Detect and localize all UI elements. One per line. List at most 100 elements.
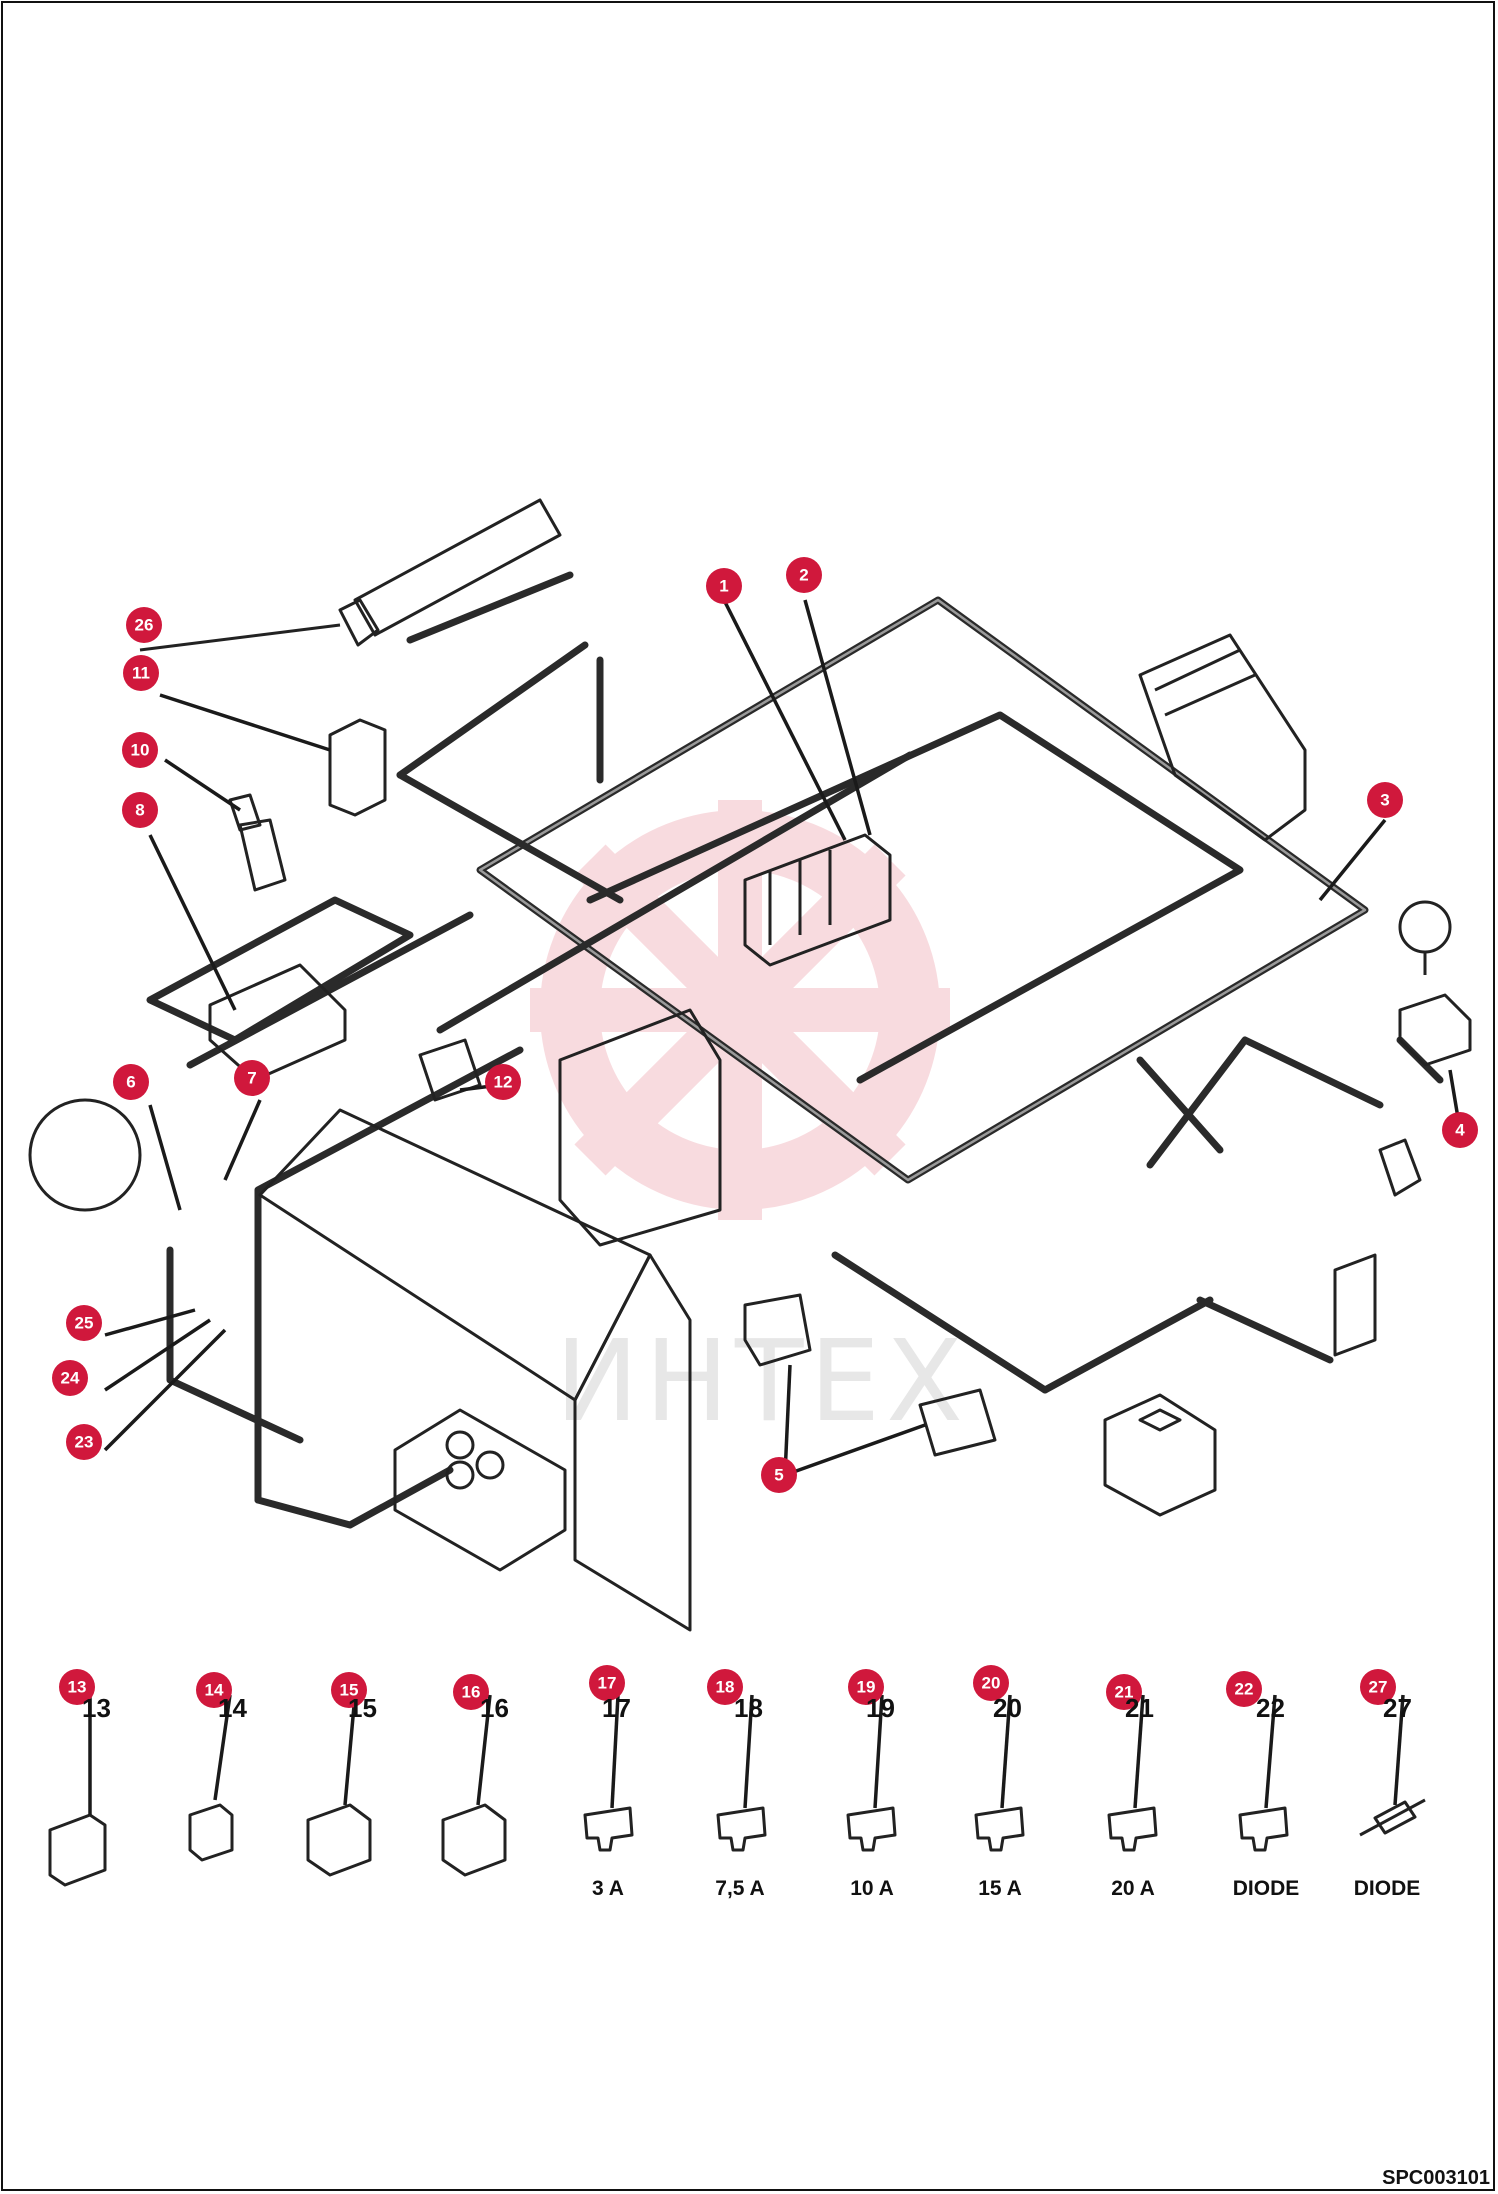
svg-text:6: 6 — [126, 1073, 135, 1092]
ecu-8 — [208, 963, 347, 1082]
part-18-fuse — [716, 1806, 767, 1852]
joystick-10 — [228, 793, 287, 892]
callout-badge[interactable]: 24 — [52, 1360, 88, 1396]
drawing-code: SPC003101 — [1382, 2167, 1490, 2189]
callout-badge[interactable]: 7 — [234, 1060, 270, 1096]
watermark-gear — [530, 800, 950, 1220]
callout-badge[interactable]: 14 — [196, 1672, 232, 1708]
junction-box-bottom — [393, 1408, 567, 1572]
svg-text:26: 26 — [135, 616, 154, 635]
svg-text:11: 11 — [132, 664, 150, 683]
svg-text:27: 27 — [1369, 1678, 1388, 1697]
callout-badge[interactable]: 18 — [707, 1669, 743, 1705]
callout-badges: 1 2 3 4 5 6 7 8 10 11 12 23 24 25 26 13 … — [52, 557, 1478, 1710]
connector-5a — [743, 1293, 812, 1367]
svg-text:21: 21 — [1115, 1683, 1134, 1702]
fuse-rating: 10 A — [850, 1877, 894, 1900]
part-number: 17 — [602, 1693, 631, 1723]
svg-text:20: 20 — [982, 1674, 1001, 1693]
callout-badge[interactable]: 6 — [113, 1064, 149, 1100]
svg-text:3: 3 — [1380, 791, 1389, 810]
svg-text:19: 19 — [857, 1678, 876, 1697]
callout-badge[interactable]: 17 — [589, 1665, 625, 1701]
filter-right — [1333, 1253, 1377, 1357]
tube-grease — [139, 498, 562, 652]
callout-badge[interactable]: 27 — [1360, 1669, 1396, 1705]
part-number: 19 — [866, 1693, 895, 1723]
svg-text:24: 24 — [61, 1369, 80, 1388]
callout-badge[interactable]: 13 — [59, 1669, 95, 1705]
svg-text:8: 8 — [135, 801, 144, 820]
connector-12 — [418, 1038, 482, 1102]
callout-badge[interactable]: 22 — [1226, 1671, 1262, 1707]
callout-badge[interactable]: 5 — [761, 1457, 797, 1493]
part-number: 16 — [480, 1693, 509, 1723]
svg-text:5: 5 — [774, 1466, 783, 1485]
callout-badge[interactable]: 4 — [1442, 1112, 1478, 1148]
callout-badge[interactable]: 12 — [485, 1064, 521, 1100]
callout-badge[interactable]: 21 — [1106, 1674, 1142, 1710]
svg-text:1: 1 — [719, 577, 728, 596]
part-27-diode — [1359, 1798, 1426, 1837]
callout-badge[interactable]: 26 — [126, 607, 162, 643]
svg-text:13: 13 — [68, 1678, 87, 1697]
part-16-relay — [441, 1803, 507, 1877]
part-14-relay-mini — [188, 1803, 234, 1862]
fuse-rating: 20 A — [1111, 1877, 1155, 1900]
part-13-relay-cover — [48, 1813, 107, 1887]
work-light-right — [1398, 993, 1472, 1067]
svg-text:4: 4 — [1455, 1121, 1465, 1140]
svg-text:22: 22 — [1235, 1680, 1254, 1699]
part-number: 27 — [1383, 1693, 1412, 1723]
callout-badge[interactable]: 3 — [1367, 782, 1403, 818]
sensor-4 — [1378, 1138, 1422, 1197]
callout-badge[interactable]: 19 — [848, 1669, 884, 1705]
callout-badge[interactable]: 20 — [973, 1665, 1009, 1701]
svg-text:14: 14 — [205, 1681, 224, 1700]
callout-badge[interactable]: 2 — [786, 557, 822, 593]
callout-badge[interactable]: 10 — [122, 732, 158, 768]
cabin-console — [258, 1008, 722, 1632]
part-number: 18 — [734, 1693, 763, 1723]
part-22-diode — [1238, 1806, 1289, 1852]
battery-box — [1103, 1393, 1217, 1517]
svg-text:10: 10 — [131, 741, 150, 760]
svg-text:15: 15 — [340, 1681, 359, 1700]
part-21-fuse — [1107, 1806, 1158, 1852]
box-11 — [328, 718, 387, 817]
part-number: 22 — [1256, 1693, 1285, 1723]
part-number: 15 — [348, 1693, 377, 1723]
leader-lines — [88, 599, 1462, 1815]
svg-text:16: 16 — [462, 1683, 481, 1702]
callout-badge[interactable]: 25 — [66, 1305, 102, 1341]
svg-text:23: 23 — [75, 1433, 94, 1452]
part-number: 13 — [82, 1693, 111, 1723]
callout-badge[interactable]: 23 — [66, 1424, 102, 1460]
diode-label: DIODE — [1233, 1877, 1300, 1900]
callout-badge[interactable]: 11 — [123, 655, 159, 691]
part-number: 20 — [993, 1693, 1022, 1723]
fuse-rating: 7,5 A — [715, 1877, 764, 1900]
svg-text:17: 17 — [598, 1674, 617, 1693]
main-harness — [146, 571, 1444, 1529]
part-15-relay — [306, 1803, 372, 1877]
svg-text:2: 2 — [799, 566, 808, 585]
part-number: 21 — [1125, 1693, 1154, 1723]
part-number: 14 — [218, 1693, 247, 1723]
lamp-round-right — [1398, 900, 1452, 975]
svg-text:25: 25 — [75, 1314, 94, 1333]
fuse-rating: 3 A — [592, 1877, 624, 1900]
diode-label: DIODE — [1354, 1877, 1421, 1900]
detail-circle-left — [28, 1098, 142, 1212]
callout-badge[interactable]: 8 — [122, 792, 158, 828]
callout-badge[interactable]: 16 — [453, 1674, 489, 1710]
callout-badge[interactable]: 15 — [331, 1672, 367, 1708]
relay-box-main — [743, 833, 892, 967]
svg-text:7: 7 — [247, 1069, 256, 1088]
part-20-fuse — [974, 1806, 1025, 1852]
part-19-fuse — [846, 1806, 897, 1852]
watermark-text: ИНТЕХ — [555, 1317, 969, 1447]
callout-badge[interactable]: 1 — [706, 568, 742, 604]
